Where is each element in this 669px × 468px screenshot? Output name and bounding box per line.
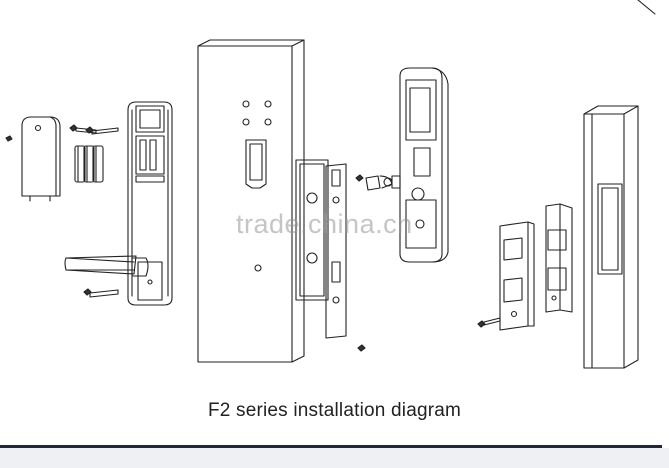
- door-slab: [197, 39, 305, 363]
- strike-screw: [477, 317, 501, 328]
- cover-screws: [69, 124, 119, 135]
- door-frame: [583, 105, 639, 369]
- bottom-band: [0, 448, 669, 468]
- handle: [64, 255, 149, 277]
- panel-screw: [83, 288, 119, 298]
- mortise-lock: [295, 159, 347, 339]
- strike-box: [545, 203, 573, 313]
- inner-panel: [127, 101, 173, 306]
- strike-plate: [499, 221, 535, 331]
- corner-line: [637, 0, 656, 15]
- small-screw-left: [5, 135, 13, 142]
- batteries: [74, 145, 104, 183]
- lock-cylinder: [365, 175, 401, 191]
- bottom-rule: [0, 445, 662, 448]
- watermark: trade.china.cn: [236, 209, 413, 239]
- mortise-screws: [355, 174, 366, 352]
- diagram-caption: F2 series installation diagram: [207, 400, 462, 421]
- battery-cover: [21, 116, 61, 202]
- outer-panel: [399, 67, 449, 263]
